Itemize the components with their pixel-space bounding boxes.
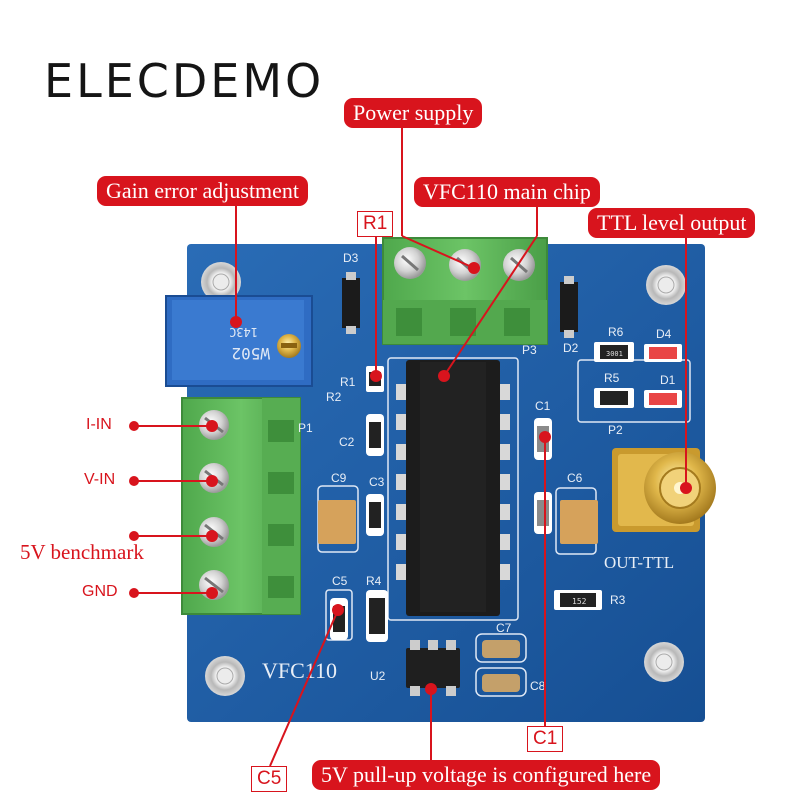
silk-r1: R1 xyxy=(340,375,356,389)
callout-ttl-output: TTL level output xyxy=(588,208,756,238)
silk-r3: R3 xyxy=(610,593,626,607)
vfc110-dip-chip xyxy=(396,360,510,616)
silk-d4: D4 xyxy=(656,327,672,341)
silk-c3: C3 xyxy=(369,475,385,489)
silk-r6: R6 xyxy=(608,325,624,339)
silk-p2: P2 xyxy=(608,423,623,437)
silk-d3: D3 xyxy=(343,251,359,265)
silk-c9: C9 xyxy=(331,471,347,485)
silk-out-ttl: OUT-TTL xyxy=(604,553,674,572)
pin-label-gnd: GND xyxy=(82,583,118,600)
tag-c5: C5 xyxy=(251,766,288,792)
dot-c1 xyxy=(539,431,551,443)
pin-label-i-in: I-IN xyxy=(86,416,112,433)
silk-pot-code2: 143C xyxy=(229,325,258,339)
silk-r5: R5 xyxy=(604,371,620,385)
silk-d2: D2 xyxy=(563,341,579,355)
silk-c8: C8 xyxy=(530,679,546,693)
silk-pot-code: W502 xyxy=(231,344,270,363)
silk-c2: C2 xyxy=(339,435,355,449)
power-terminal-block xyxy=(382,237,548,345)
silk-u2: U2 xyxy=(370,669,386,683)
diode-d3 xyxy=(342,272,360,334)
trimmer-potentiometer xyxy=(165,295,313,387)
regulator-u2 xyxy=(406,640,460,696)
dot-gain xyxy=(230,316,242,328)
callout-pullup: 5V pull-up voltage is configured here xyxy=(312,760,661,790)
silk-p1: P1 xyxy=(298,421,313,435)
dot-ttl xyxy=(680,482,692,494)
dot-power xyxy=(468,262,480,274)
silk-res-code: 3001 xyxy=(606,350,623,358)
silk-board-name: VFC110 xyxy=(262,658,337,683)
tag-r1: R1 xyxy=(357,211,394,237)
silk-c6: C6 xyxy=(567,471,583,485)
dot-r1 xyxy=(370,370,382,382)
tag-c1: C1 xyxy=(527,726,564,752)
pin-label-5v-benchmark: 5V benchmark xyxy=(20,540,144,564)
silk-r2: R2 xyxy=(326,390,342,404)
silk-c7: C7 xyxy=(496,621,512,635)
callout-gain-error: Gain error adjustment xyxy=(97,176,309,206)
silk-r4: R4 xyxy=(366,574,382,588)
pin-label-v-in: V-IN xyxy=(84,471,116,488)
brand-logo: ELECDEMO xyxy=(44,54,325,108)
dot-chip xyxy=(438,370,450,382)
callout-main-chip: VFC110 main chip xyxy=(414,177,600,207)
silk-c5: C5 xyxy=(332,574,348,588)
silk-res-code2: 152 xyxy=(572,597,587,606)
dot-c5 xyxy=(332,604,344,616)
silk-d1: D1 xyxy=(660,373,676,387)
silk-c1: C1 xyxy=(535,399,551,413)
silk-p3: P3 xyxy=(522,343,537,357)
input-terminal-block xyxy=(181,397,301,615)
callout-power-supply: Power supply xyxy=(344,98,483,128)
diode-d2 xyxy=(560,276,578,338)
dot-pullup xyxy=(425,683,437,695)
